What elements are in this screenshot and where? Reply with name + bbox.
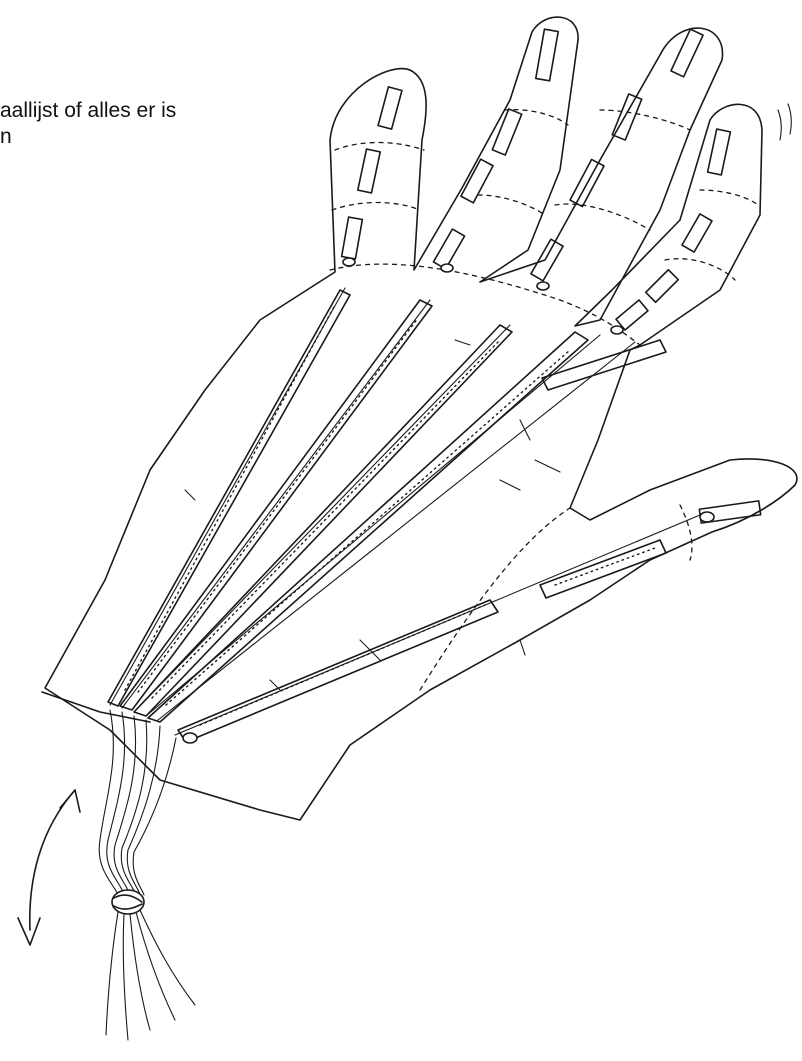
movement-arrow [18,790,80,945]
index-joint-2 [335,143,424,151]
cord-ends [106,910,195,1040]
index-joint-1 [332,203,420,211]
caption-line-1: aallijst of alles er is [0,98,176,124]
finger-tubes [342,29,761,523]
thumb-joint [680,505,692,560]
cord-bundle [99,710,176,895]
middle-joint-1 [478,195,545,215]
knuckle-line [330,264,640,345]
cord-knot [112,890,144,914]
caption-text: aallijst of alles er is n [0,98,176,150]
thumb-line [420,508,570,690]
caption-line-2: n [0,124,176,150]
ring-joint-2 [600,110,690,130]
little-joint-2 [700,190,758,205]
ring-knots [183,258,714,743]
motion-marks [778,104,791,140]
